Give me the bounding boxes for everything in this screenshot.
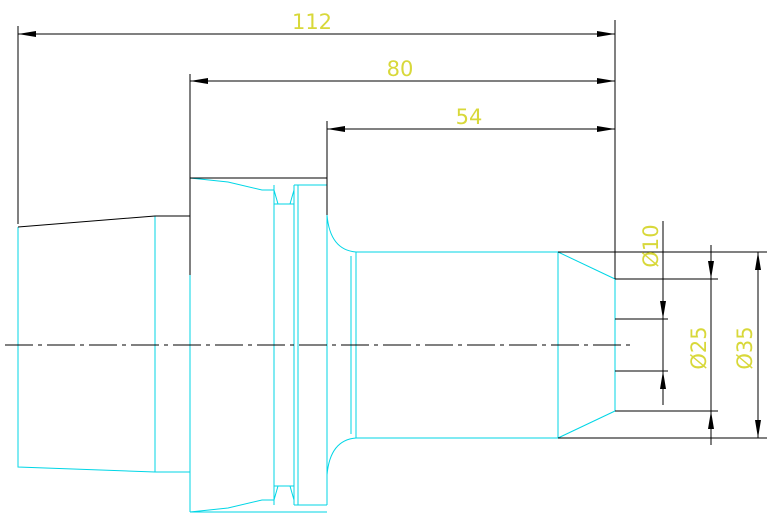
arrow-80-right	[597, 78, 615, 84]
left-section-outline	[17, 227, 190, 473]
dimension-geometry	[5, 20, 767, 445]
arrow-112-left	[18, 31, 36, 37]
top-fillet	[326, 214, 357, 253]
arrow-d10-bottom	[660, 371, 666, 389]
dim-label-112: 112	[292, 10, 332, 34]
flange-bottom-chamfer	[189, 499, 274, 513]
arrow-d35-bottom	[755, 420, 761, 438]
dim-label-80: 80	[387, 57, 414, 81]
dim-label-54: 54	[456, 105, 483, 129]
arrow-d25-top	[708, 261, 714, 279]
arrow-d35-top	[755, 252, 761, 270]
arrow-112-right	[597, 31, 615, 37]
dim-label-d25: Ø25	[687, 326, 711, 369]
groove-bottom	[273, 485, 295, 501]
arrow-d10-top	[660, 301, 666, 319]
left-section-top-taper	[17, 215, 190, 228]
arrow-d25-bottom	[708, 411, 714, 429]
arrow-54-left	[327, 126, 345, 132]
arrow-80-left	[190, 78, 208, 84]
end-bottom-chamfer	[557, 410, 616, 439]
flange-top-chamfer	[189, 177, 274, 191]
groove-top	[273, 189, 295, 205]
end-top-chamfer	[557, 251, 616, 280]
bottom-fillet	[326, 437, 357, 476]
dim-label-d35: Ø35	[733, 326, 757, 369]
dim-label-d10: Ø10	[639, 224, 663, 267]
dimension-labels: 112 80 54 Ø10 Ø25 Ø35	[292, 10, 757, 370]
arrow-54-right	[597, 126, 615, 132]
